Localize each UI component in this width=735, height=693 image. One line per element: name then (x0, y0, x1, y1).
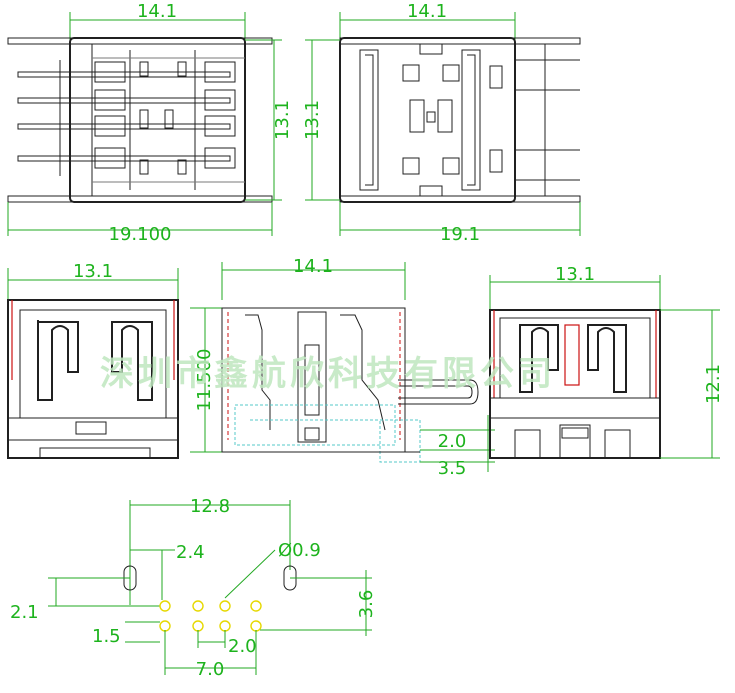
tl-height: 13.1 (272, 100, 293, 140)
pad-a3 (219, 600, 231, 612)
side-dim-b: 3.5 (438, 458, 467, 479)
pad-a2 (192, 600, 204, 612)
side-height: 11.500 (194, 349, 215, 412)
fp-span: 12.8 (190, 496, 230, 517)
fp-slot-y: 3.6 (356, 590, 377, 619)
top-right-view: 14.1 13.1 (302, 1, 581, 245)
fp-pad-span: 7.0 (196, 659, 225, 680)
front-view: 13.1 (7, 261, 179, 459)
pad-b2 (192, 620, 204, 632)
rear-view: 13.1 12.1 (489, 264, 724, 459)
pad-a1 (159, 600, 171, 612)
side-width: 14.1 (293, 256, 333, 277)
rear-width: 13.1 (555, 264, 595, 285)
front-width: 13.1 (73, 261, 113, 282)
pad-b1 (159, 620, 171, 632)
tl-width-bottom: 19.100 (109, 224, 172, 245)
company-watermark: 深圳市鑫航欣科技有限公司 (100, 354, 556, 394)
side-view: 14.1 11.500 2.0 3.5 (190, 256, 495, 479)
fp-row-y: 2.1 (10, 602, 39, 623)
tr-width-top: 14.1 (407, 1, 447, 22)
fp-hole-dia: Ø0.9 (278, 540, 321, 561)
tr-width-bottom: 19.1 (440, 224, 480, 245)
rear-height: 12.1 (703, 364, 724, 404)
fp-offset-x: 2.4 (176, 542, 205, 563)
side-dim-a: 2.0 (438, 431, 467, 452)
tr-height: 13.1 (302, 100, 323, 140)
pad-b4 (250, 620, 262, 632)
pcb-footprint: 12.8 2.4 Ø0.9 3.6 2.1 1.5 (10, 496, 377, 680)
pad-b3 (219, 620, 231, 632)
top-left-view: 14.1 (7, 1, 293, 245)
fp-pad-pitch: 2.0 (228, 636, 257, 657)
pad-a4 (250, 600, 262, 612)
fp-row-pitch: 1.5 (92, 626, 121, 647)
tl-width-top: 14.1 (137, 1, 177, 22)
